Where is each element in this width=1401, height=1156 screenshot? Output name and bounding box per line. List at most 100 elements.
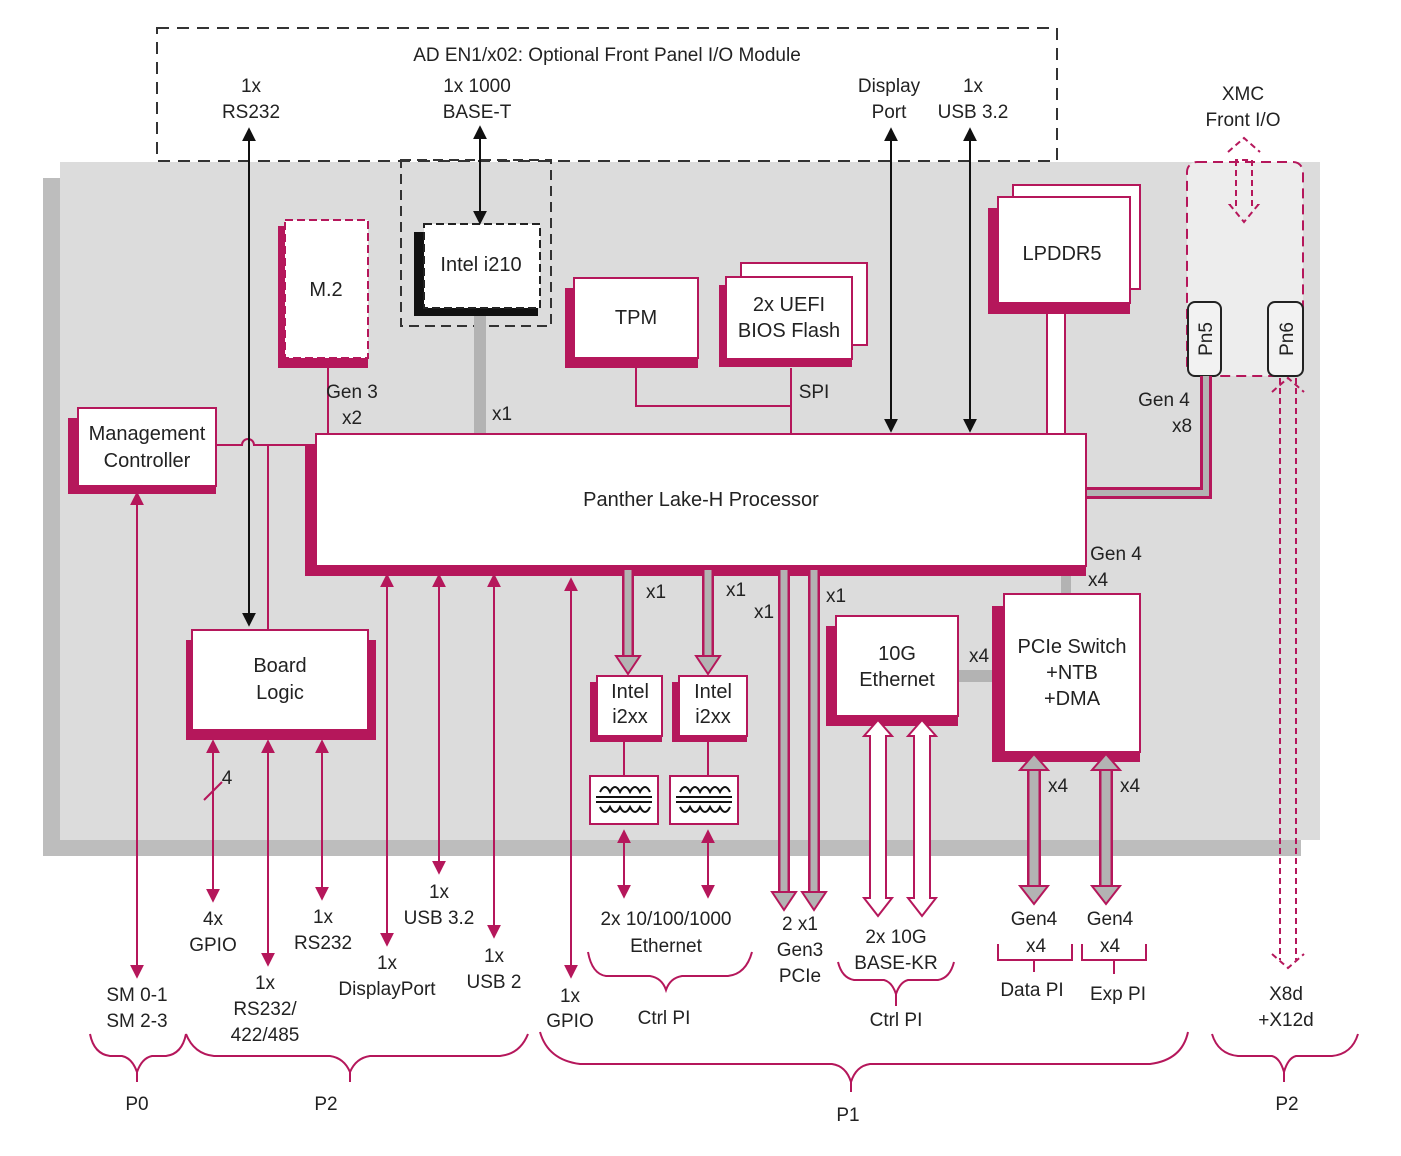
i210-x1-label: x1	[492, 404, 512, 425]
ten-g-x4-label: x4	[969, 646, 990, 667]
ethernet-label-1: 2x 10/100/1000	[600, 909, 731, 930]
rs232-422-label-3: 422/485	[231, 1025, 300, 1046]
gen3-pcie-label-1: 2 x1	[782, 914, 818, 935]
module-displayport-label-1: Display	[858, 76, 921, 97]
eth1-link-head	[614, 655, 642, 676]
base-kr-link-1	[861, 718, 895, 918]
ten-g-label-2: Ethernet	[859, 669, 935, 691]
gpio1-label-2: GPIO	[546, 1011, 594, 1032]
usb2-label-2: USB 2	[467, 972, 522, 993]
lpddr5-block[interactable]	[997, 196, 1131, 304]
i2xx-1-block[interactable]	[596, 675, 663, 737]
eth2-x1-label: x1	[726, 580, 746, 601]
ctrl-pl-2-label: Ctrl PI	[870, 1010, 923, 1031]
xmc-rear-io-link	[1271, 376, 1305, 970]
p2-right-brace	[1211, 1033, 1359, 1076]
exp-pl-brace	[1081, 944, 1147, 974]
module-rs232-label-1: 1x	[241, 76, 262, 97]
usb32-label-2: USB 3.2	[404, 908, 475, 929]
i2xx-1-label-2: i2xx	[612, 706, 648, 728]
usb2-label-1: 1x	[484, 946, 505, 967]
gpio4-label-1: 4x	[203, 909, 224, 930]
pcie1-x1-label: x1	[754, 602, 774, 623]
module-usb32-label-2: USB 3.2	[938, 102, 1009, 123]
pcie-switch-label-3: +DMA	[1044, 688, 1101, 710]
module-gbe-label-1: 1x 1000	[443, 76, 511, 97]
i2xx-2-label-1: Intel	[694, 681, 732, 703]
pn6-connector	[1267, 301, 1304, 377]
rs232-422-label-2: RS232/	[233, 999, 297, 1020]
gen4-data-label-1: Gen4	[1011, 909, 1058, 930]
pn5-label: Pn5	[1196, 322, 1217, 356]
pcie-switch-label-2: +NTB	[1046, 662, 1098, 684]
module-usb32-label-1: 1x	[963, 76, 984, 97]
xmc-title-2: Front I/O	[1206, 110, 1281, 131]
expansion-plane-link	[1089, 752, 1123, 906]
board-logic-label-2: Logic	[256, 682, 304, 704]
xmc-title-1: XMC	[1222, 84, 1264, 105]
base-kr-label-1: 2x 10G	[865, 927, 926, 948]
pcie-gen3-link-1	[770, 570, 798, 912]
tpm-block[interactable]	[573, 277, 699, 359]
spi-label: SPI	[799, 382, 830, 403]
gpio-width-label: 4	[222, 768, 233, 789]
gpio1-label-1: 1x	[560, 986, 581, 1007]
tpm-label: TPM	[615, 307, 657, 329]
rs232-label-1: 1x	[313, 907, 334, 928]
xmc-gen-label-1: Gen 4	[1138, 390, 1190, 411]
data-plane-link	[1017, 752, 1051, 906]
m2-label: M.2	[309, 279, 342, 301]
m2-block[interactable]	[284, 219, 369, 359]
board-logic-label-1: Board	[253, 655, 306, 677]
lpddr5-link	[1046, 303, 1066, 437]
m2-gen-label-2: x2	[342, 408, 362, 429]
xmc-front-arrow-head	[1227, 136, 1261, 153]
cpu-label: Panther Lake-H Processor	[583, 489, 819, 511]
xmc-gen-label-2: x8	[1172, 416, 1192, 437]
switch-gen-label-2: x4	[1088, 570, 1109, 591]
pcie2-x1-label: x1	[826, 586, 846, 607]
ten-g-label-1: 10G	[878, 643, 916, 665]
magnetics-2-icon	[669, 736, 739, 825]
mgmt-block[interactable]	[77, 407, 217, 487]
displayport-label-2: DisplayPort	[338, 979, 436, 1000]
pcie-switch-block[interactable]	[1003, 593, 1141, 753]
switch-gen-label-1: Gen 4	[1090, 544, 1142, 565]
pcie-switch-label-1: PCIe Switch	[1018, 636, 1127, 658]
p1-label: P1	[836, 1105, 859, 1126]
p1-brace	[539, 1031, 1189, 1086]
mgmt-label-1: Management	[89, 423, 206, 445]
cpu-block[interactable]	[315, 433, 1087, 567]
i210-block[interactable]	[423, 223, 541, 309]
p2-right-label: P2	[1275, 1094, 1298, 1115]
module-rs232-label-2: RS232	[222, 102, 280, 123]
m2-gen-label-1: Gen 3	[326, 382, 378, 403]
base-kr-label-2: BASE-KR	[854, 953, 937, 974]
sm-label-1: SM 0-1	[106, 985, 167, 1006]
i210-label: Intel i210	[440, 254, 521, 276]
xmc-front-arrow	[1227, 159, 1261, 224]
bios-label-1: 2x UEFI	[753, 294, 825, 316]
bios-block[interactable]	[725, 276, 853, 360]
gen4-exp-label-2: x4	[1100, 936, 1121, 957]
lpddr5-label: LPDDR5	[1023, 243, 1102, 265]
pcie-gen3-link-2	[800, 570, 828, 912]
tpm-spi-link	[635, 360, 792, 435]
mgmt-label-2: Controller	[104, 450, 191, 472]
ethernet-label-2: Ethernet	[630, 936, 703, 957]
p0-label: P0	[125, 1094, 148, 1115]
data-pl-label: Data PI	[1000, 980, 1063, 1001]
i2xx-2-block[interactable]	[678, 675, 748, 737]
p2-left-label: P2	[314, 1094, 337, 1115]
i210-pcie-link	[474, 312, 486, 436]
board-logic-block[interactable]	[191, 629, 369, 731]
rs232-422-label-1: 1x	[255, 973, 276, 994]
p0-brace	[89, 1033, 187, 1075]
i2xx-1-label-1: Intel	[611, 681, 649, 703]
ethernet-brace	[587, 951, 753, 994]
i2xx-2-label-2: i2xx	[695, 706, 731, 728]
gen4-data-label-2: x4	[1026, 936, 1047, 957]
ten-g-block[interactable]	[835, 615, 959, 717]
gen3-pcie-label-2: Gen3	[777, 940, 823, 961]
